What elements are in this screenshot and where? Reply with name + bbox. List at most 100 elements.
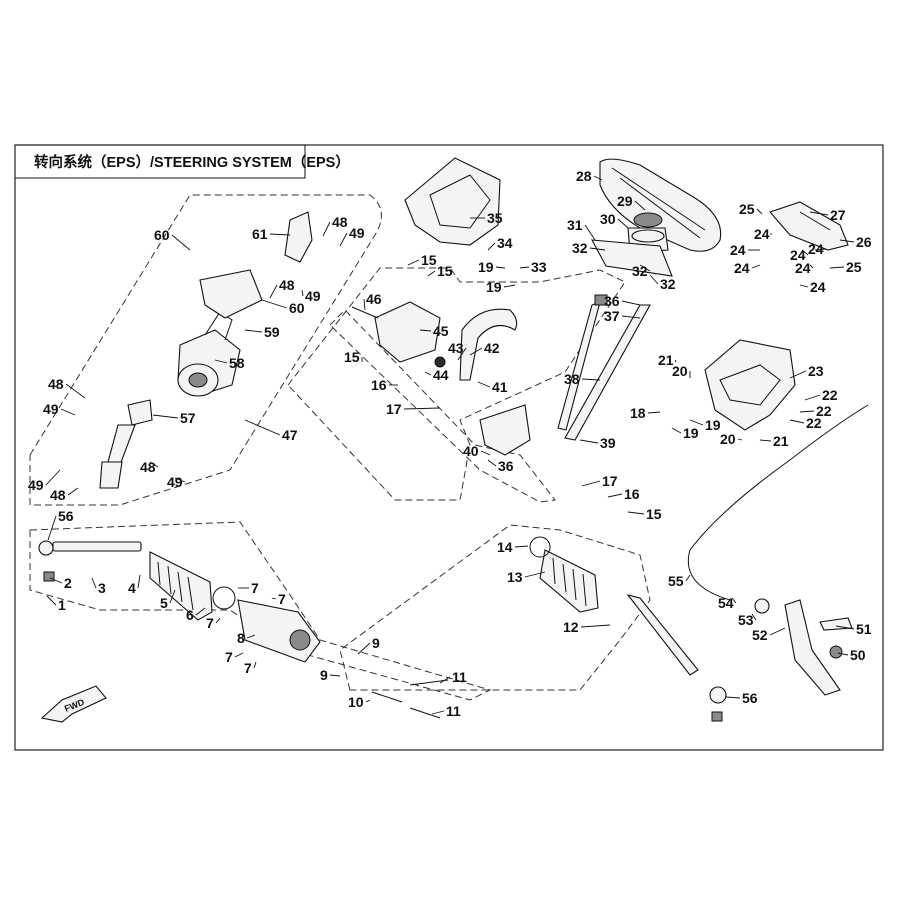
callout-number: 43 xyxy=(448,340,464,356)
callout-leader xyxy=(756,208,763,215)
callout-number: 21 xyxy=(773,433,789,449)
callout-leader xyxy=(424,371,432,376)
callout-leader xyxy=(649,274,659,285)
callout-56: 56 xyxy=(725,690,758,706)
callout-number: 22 xyxy=(816,403,832,419)
callout-number: 17 xyxy=(386,401,402,417)
steering-gear xyxy=(237,599,321,663)
intermediate-shaft xyxy=(99,399,153,489)
callout-48: 48 xyxy=(140,459,159,475)
callout-24: 24 xyxy=(808,241,827,257)
callout-32: 32 xyxy=(632,263,651,279)
callout-number: 53 xyxy=(738,612,754,628)
callout-number: 10 xyxy=(348,694,364,710)
callout-number: 1 xyxy=(58,597,66,613)
callout-leader xyxy=(457,347,467,361)
callout-number: 24 xyxy=(808,241,824,257)
callout-8: 8 xyxy=(237,630,256,646)
callout-26: 26 xyxy=(839,234,872,250)
callout-47: 47 xyxy=(244,419,298,443)
callout-46: 46 xyxy=(363,291,382,311)
left-rack-outline xyxy=(29,521,492,701)
callout-11: 11 xyxy=(439,669,467,685)
callout-number: 56 xyxy=(742,690,758,706)
callout-number: 38 xyxy=(564,371,580,387)
callout-number: 28 xyxy=(576,168,592,184)
callout-number: 49 xyxy=(305,288,321,304)
callout-leader xyxy=(480,450,491,456)
callout-leader xyxy=(617,218,629,229)
callout-leader xyxy=(269,233,291,236)
callout-number: 58 xyxy=(229,355,245,371)
callout-leader xyxy=(689,419,704,426)
callout-number: 60 xyxy=(154,227,170,243)
callout-49: 49 xyxy=(43,401,76,417)
callout-leader xyxy=(671,427,682,434)
steering-shaft xyxy=(557,294,651,441)
callout-number: 24 xyxy=(730,242,746,258)
callout-number: 19 xyxy=(705,417,721,433)
callout-number: 23 xyxy=(808,363,824,379)
callout-number: 40 xyxy=(463,443,479,459)
callout-leader xyxy=(357,642,371,655)
callout-leader xyxy=(469,347,483,356)
callout-32: 32 xyxy=(572,240,606,256)
callout-48: 48 xyxy=(48,376,86,399)
callout-59: 59 xyxy=(244,324,280,340)
callout-number: 59 xyxy=(264,324,280,340)
callout-number: 49 xyxy=(349,225,365,241)
callout-leader xyxy=(503,284,516,288)
callout-leader xyxy=(271,597,277,600)
callout-number: 48 xyxy=(48,376,64,392)
callout-number: 49 xyxy=(167,474,183,490)
callout-29: 29 xyxy=(617,193,646,211)
eps-motor xyxy=(177,311,241,397)
callout-number: 60 xyxy=(289,300,305,316)
fwd-arrow: FWD xyxy=(40,685,107,723)
steering-wheel xyxy=(599,158,722,252)
callout-leader xyxy=(477,381,491,388)
callout-leader xyxy=(431,710,445,715)
callout-leader xyxy=(214,359,228,364)
callout-leader xyxy=(621,315,641,319)
callout-leader xyxy=(751,613,757,621)
callout-27: 27 xyxy=(809,207,846,223)
callout-leader xyxy=(261,299,288,309)
callout-leader xyxy=(839,239,855,243)
callout-12: 12 xyxy=(563,619,611,635)
callout-leader xyxy=(621,300,641,306)
callout-39: 39 xyxy=(579,435,616,451)
callout-leader xyxy=(137,574,141,589)
wheel-plate xyxy=(591,239,673,277)
lower-column-cover xyxy=(704,339,796,431)
callout-48: 48 xyxy=(322,214,348,237)
column-assembly-outline xyxy=(29,194,382,506)
callout-16: 16 xyxy=(371,377,398,393)
callout-leader xyxy=(152,414,179,419)
callout-57: 57 xyxy=(152,410,196,426)
mounting-bolts xyxy=(371,679,449,719)
callout-58: 58 xyxy=(214,355,245,371)
callout-leader xyxy=(519,266,530,269)
steering-cable xyxy=(688,404,869,601)
callout-leader xyxy=(725,696,741,699)
callout-leader xyxy=(269,284,278,299)
callout-leader xyxy=(607,493,623,498)
callout-number: 11 xyxy=(446,703,461,719)
callout-7: 7 xyxy=(244,660,257,676)
callout-31: 31 xyxy=(567,217,596,241)
callout-number: 50 xyxy=(850,647,866,663)
right-boot-clamp xyxy=(529,536,551,558)
callout-leader xyxy=(403,407,441,410)
callout-leader xyxy=(639,264,651,272)
callout-number: 32 xyxy=(572,240,588,256)
callout-23: 23 xyxy=(789,363,824,379)
callout-leader xyxy=(634,200,646,211)
callout-number: 39 xyxy=(600,435,616,451)
callout-number: 45 xyxy=(433,323,449,339)
callout-leader xyxy=(751,264,761,269)
callout-9: 9 xyxy=(357,635,380,655)
callout-number: 15 xyxy=(437,263,453,279)
left-rack-boot xyxy=(149,551,213,621)
callout-number: 34 xyxy=(497,235,513,251)
